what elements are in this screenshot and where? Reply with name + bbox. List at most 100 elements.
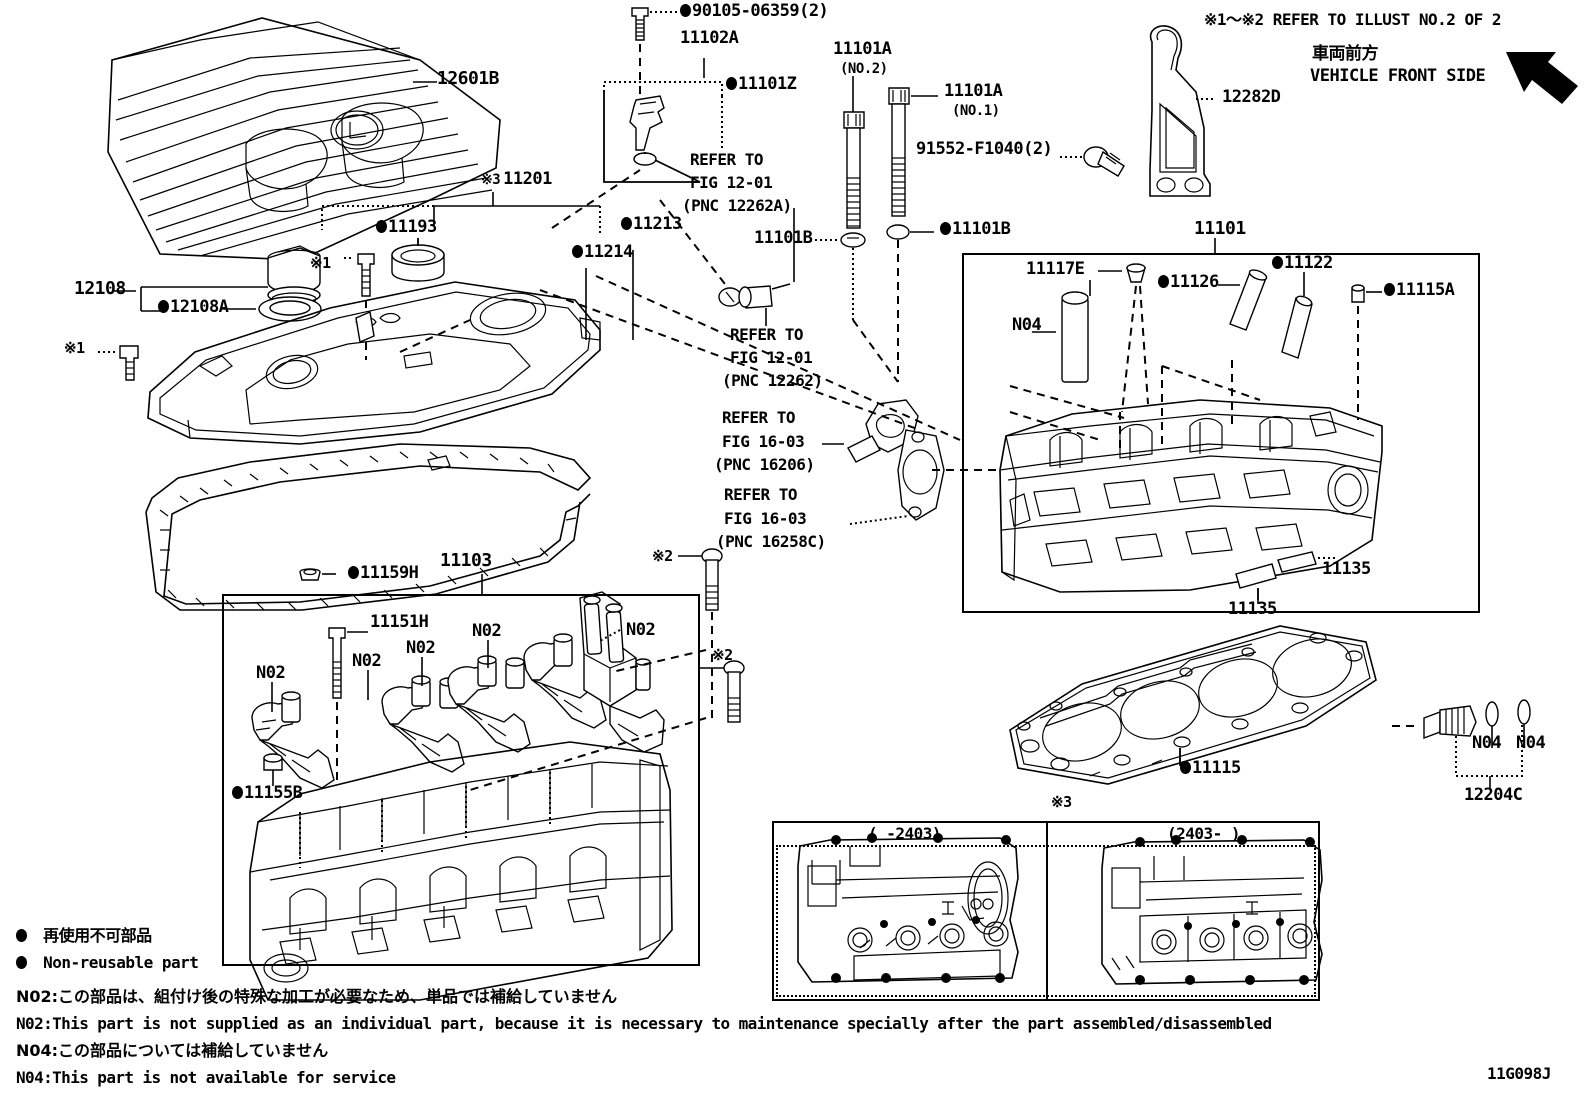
construction-dashed: [399, 169, 961, 441]
label-11115: 11115: [1180, 760, 1241, 777]
label-mark2-lower: ※2: [712, 646, 733, 664]
label-mark3-inset: ※3: [1051, 793, 1072, 811]
label-n04-head: N04: [1012, 315, 1042, 335]
cylinder-head-11101: [999, 263, 1383, 604]
nonreusable-dot-icon: [348, 566, 359, 579]
bolt-11101a-no2: [810, 76, 899, 383]
label-11126: 11126: [1158, 274, 1219, 291]
label-11115a: 11115A: [1384, 282, 1455, 299]
label-12204c: 12204C: [1464, 785, 1523, 805]
label-mark2-upper: ※2: [652, 547, 673, 565]
label-12108a: 12108A: [158, 299, 229, 316]
refer-12262a-line3: (PNC 12262A): [682, 196, 792, 215]
label-11214: 11214: [572, 244, 633, 261]
label-vehicle-front-en: VEHICLE FRONT SIDE: [1310, 66, 1486, 86]
vehicle-front-arrow: [1506, 52, 1578, 104]
label-11135-a: 11135: [1322, 559, 1371, 579]
nonreusable-dot-icon: [16, 929, 27, 942]
nonreusable-dot-icon: [572, 245, 583, 258]
bolt-11101a-no1: [886, 87, 938, 382]
label-11102a: 11102A: [680, 28, 739, 48]
label-11101b-left: 11101B: [754, 228, 813, 248]
note-n02-en: N02:This part is not supplied as an indi…: [16, 1014, 1272, 1033]
label-mark1-lower: ※1: [64, 339, 85, 357]
refer-12262a-line1: REFER TO: [690, 150, 764, 169]
label-12282d: 12282D: [1222, 87, 1281, 107]
engine-cover-12601b: [107, 17, 501, 261]
nonreusable-dot-icon: [621, 217, 632, 230]
nonreusable-dot-icon: [1384, 283, 1395, 296]
label-n04-right: N04: [1516, 733, 1546, 753]
inset-cover--2403: [797, 833, 1019, 983]
label-n02-5: N02: [626, 620, 656, 640]
label-n02-2: N02: [352, 651, 382, 671]
label-11101: 11101: [1194, 218, 1246, 239]
group-box-11101: [962, 253, 1480, 613]
legend-nonreusable-jp: 再使用不可部品: [16, 928, 152, 944]
label-n02-1: N02: [256, 663, 286, 683]
refer-16258c-line1: REFER TO: [724, 485, 798, 504]
diagram-code: 11G098J: [1487, 1064, 1551, 1083]
bolt-90105: [631, 7, 678, 96]
sensor-11101z: [603, 58, 723, 183]
nonreusable-dot-icon: [726, 77, 737, 90]
label-n04-left: N04: [1472, 733, 1502, 753]
label-11101a-no2: 11101A: [833, 39, 892, 59]
rocker-assembly-11103: [251, 548, 745, 791]
label-11103: 11103: [440, 550, 492, 571]
inset-label-right-range: (2403- ): [1167, 824, 1241, 843]
label-vehicle-front-jp: 車両前方: [1312, 44, 1379, 64]
nonreusable-dot-icon: [680, 4, 691, 17]
label-11122: 11122: [1272, 255, 1333, 272]
bolt-mark1-lower: [98, 345, 139, 381]
refer-12262a-line2: FIG 12-01: [690, 173, 773, 192]
bolt-mark2-lower: [700, 660, 745, 723]
refer-leaders: [718, 208, 1002, 525]
nonreusable-dot-icon: [158, 300, 169, 313]
label-11117e: 11117E: [1026, 259, 1085, 279]
nonreusable-dot-icon: [16, 956, 27, 969]
group-box-11103: [222, 594, 700, 966]
refer-12262-line2: FIG 12-01: [730, 348, 813, 367]
refer-12262-line3: (PNC 12262): [722, 371, 823, 390]
head-gasket-11115: [1009, 625, 1377, 785]
label-11213: 11213: [621, 216, 682, 233]
cylinder-head-body-11103: [249, 741, 673, 1001]
label-11101z: 11101Z: [726, 76, 797, 93]
bracket-lines: [321, 192, 1525, 790]
label-11101a-no2-sub: (NO.2): [840, 61, 888, 77]
cover-11201: [147, 281, 601, 445]
label-11101b-right: 11101B: [940, 221, 1011, 238]
inset-label-left-range: ( -2403): [868, 824, 942, 843]
pcv-valve-12204c: [1392, 699, 1531, 740]
label-11159h: 11159H: [348, 565, 419, 582]
label-n02-3: N02: [406, 638, 436, 658]
washer-11159h: [299, 568, 336, 581]
label-11101a-no1-sub: (NO.1): [952, 103, 1000, 119]
nonreusable-dot-icon: [232, 786, 243, 799]
refer-16258c-line3: (PNC 16258C): [716, 532, 826, 551]
label-12601b: 12601B: [437, 68, 500, 89]
refer-16258c-line2: FIG 16-03: [724, 509, 807, 528]
note-n04-jp: N04:この部品については補給していません: [16, 1041, 329, 1060]
label-illust-note: ※1～※2 REFER TO ILLUST NO.2 OF 2: [1204, 10, 1502, 29]
label-11101a-no1: 11101A: [944, 81, 1003, 101]
label-11155b: 11155B: [232, 785, 303, 802]
bolt-91552: [1060, 146, 1125, 177]
label-n02-4: N02: [472, 621, 502, 641]
label-91552-f1040: 91552-F1040(2): [916, 139, 1053, 159]
refer-16206-line1: REFER TO: [722, 408, 796, 427]
part-11193: [391, 238, 445, 282]
label-mark1-upper: ※1: [310, 254, 331, 272]
refer-16206-line2: FIG 16-03: [722, 432, 805, 451]
refer-12262-line1: REFER TO: [730, 325, 804, 344]
legend-nonreusable-en: Non-reusable part: [16, 955, 199, 971]
nonreusable-dot-icon: [376, 220, 387, 233]
label-90105-06359: 90105-06359(2): [680, 3, 829, 20]
bracket-12282d: [1149, 25, 1216, 197]
nonreusable-dot-icon: [940, 222, 951, 235]
